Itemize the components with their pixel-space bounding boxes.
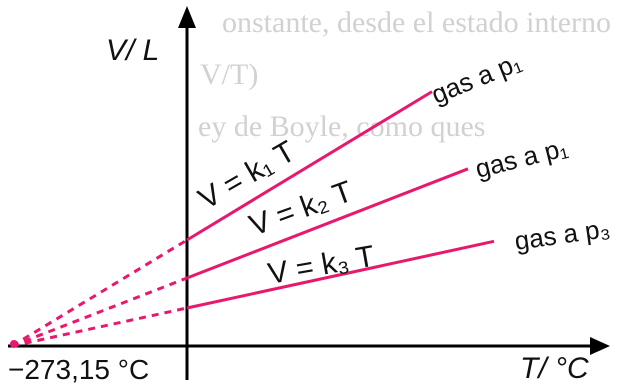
x-axis-arrow xyxy=(590,337,610,355)
series-3-equation-label: V = k₃ T xyxy=(265,240,377,291)
x-axis-label: T/ °C xyxy=(520,352,589,385)
y-axis-label: V/ L xyxy=(106,34,160,67)
series-3-line xyxy=(186,239,495,310)
y-axis-arrow xyxy=(178,6,196,28)
series-2-extrapolation xyxy=(11,276,188,348)
absolute-zero-point xyxy=(10,340,18,348)
series-2-name-label: gas a p₁ xyxy=(472,132,571,184)
series-3-name-label: gas a p₃ xyxy=(513,213,612,256)
series-1-name-label: gas a p₁ xyxy=(427,46,526,109)
x-tick-label-absolute-zero: −273,15 °C xyxy=(8,354,150,385)
series-1-line xyxy=(186,90,433,242)
series-2-line xyxy=(186,167,469,280)
series-1-extrapolation xyxy=(11,238,188,348)
series-3-extrapolation xyxy=(11,306,188,348)
